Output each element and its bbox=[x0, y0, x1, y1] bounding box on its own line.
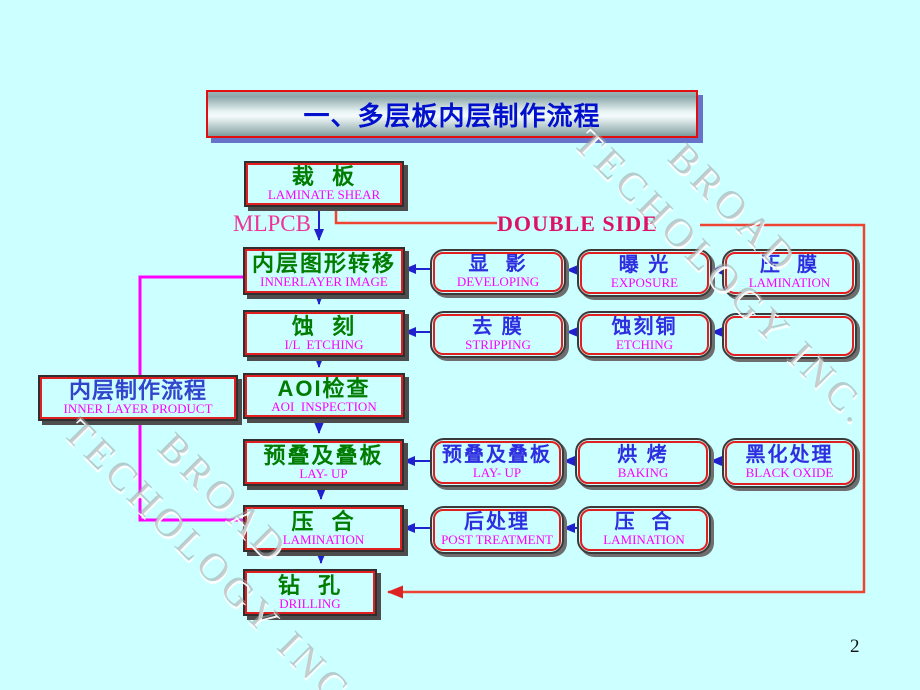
sub-zh: 压 合 bbox=[614, 511, 674, 534]
sub-box-exposure: 曝 光 EXPOSURE bbox=[577, 249, 712, 297]
step-box-innerlayer-image: 内层图形转移 INNERLAYER IMAGE bbox=[243, 247, 405, 295]
page-title: 一、多层板内层制作流程 bbox=[303, 100, 601, 131]
sub-en: BLACK OXIDE bbox=[745, 465, 834, 481]
page-number: 2 bbox=[850, 636, 860, 657]
sub-en: ETCHING bbox=[615, 336, 674, 352]
side-label-zh: 内层制作流程 bbox=[68, 378, 207, 404]
sub-box-empty bbox=[722, 313, 857, 359]
sub-en: BAKING bbox=[617, 464, 669, 480]
step-box-layup: 预叠及叠板 LAY- UP bbox=[243, 439, 404, 486]
sub-flow-arrows bbox=[403, 264, 723, 533]
sub-box-developing: 显 影 DEVELOPING bbox=[430, 249, 566, 295]
sub-zh: 压 膜 bbox=[759, 254, 820, 277]
sub-en: EXPOSURE bbox=[610, 275, 679, 291]
step-en: LAY- UP bbox=[299, 465, 348, 481]
step-en: LAMINATION bbox=[282, 531, 365, 547]
mlpcb-label: MLPCB bbox=[233, 211, 311, 236]
sub-zh: 显 影 bbox=[468, 253, 528, 276]
step-box-laminate-shear: 裁 板 LAMINATE SHEAR bbox=[244, 161, 404, 207]
red-connector-to-drilling bbox=[387, 223, 866, 599]
sub-box-stripping: 去 膜 STRIPPING bbox=[430, 311, 566, 358]
step-en: I/L ETCHING bbox=[284, 336, 364, 352]
sub-box-layup: 预叠及叠板 LAY- UP bbox=[430, 438, 564, 487]
step-en: DRILLING bbox=[279, 595, 341, 611]
title-banner: 一、多层板内层制作流程 bbox=[206, 90, 698, 138]
side-label-box-inner-layer-product: 内层制作流程 INNER LAYER PRODUCT bbox=[38, 375, 238, 421]
sub-zh: 后处理 bbox=[464, 511, 530, 534]
sub-zh: 黑化处理 bbox=[745, 444, 834, 467]
double-side-label: DOUBLE SIDE bbox=[497, 211, 658, 236]
main-flow-arrows bbox=[314, 206, 326, 564]
sub-zh: 预叠及叠板 bbox=[442, 443, 552, 466]
step-box-drilling: 钻 孔 DRILLING bbox=[243, 569, 377, 616]
sub-box-lamination-press: 压 合 LAMINATION bbox=[577, 506, 711, 554]
sub-zh: 蚀刻铜 bbox=[611, 315, 678, 338]
sub-box-lamination-film: 压 膜 LAMINATION bbox=[722, 249, 857, 297]
step-en: INNERLAYER IMAGE bbox=[260, 274, 388, 290]
sub-en: LAMINATION bbox=[748, 275, 831, 291]
sub-box-post-treatment: 后处理 POST TREATMENT bbox=[430, 506, 564, 554]
step-zh: AOI检查 bbox=[277, 376, 371, 402]
sub-box-black-oxide: 黑化处理 BLACK OXIDE bbox=[722, 438, 857, 488]
step-zh: 压 合 bbox=[291, 508, 356, 534]
step-en: AOI INSPECTION bbox=[271, 399, 377, 415]
sub-zh: 曝 光 bbox=[618, 254, 671, 277]
sub-en: LAMINATION bbox=[603, 532, 685, 548]
sub-box-baking: 烘 烤 BAKING bbox=[575, 438, 711, 487]
step-zh: 钻 孔 bbox=[277, 572, 343, 598]
sub-zh: 去 膜 bbox=[472, 315, 524, 338]
sub-zh: 烘 烤 bbox=[617, 443, 669, 466]
sub-en: LAY- UP bbox=[472, 464, 522, 480]
step-box-aoi-inspection: AOI检查 AOI INSPECTION bbox=[243, 373, 405, 419]
sub-box-etching-copper: 蚀刻铜 ETCHING bbox=[577, 311, 712, 358]
step-box-lamination: 压 合 LAMINATION bbox=[243, 505, 404, 552]
sub-en: DEVELOPING bbox=[456, 274, 540, 290]
sub-en: POST TREATMENT bbox=[441, 532, 553, 548]
side-label-en: INNER LAYER PRODUCT bbox=[63, 401, 213, 417]
red-connector-to-double-side bbox=[334, 204, 497, 225]
step-zh: 蚀 刻 bbox=[291, 313, 357, 339]
step-box-il-etching: 蚀 刻 I/L ETCHING bbox=[243, 310, 405, 357]
step-zh: 预叠及叠板 bbox=[263, 442, 384, 468]
step-zh: 内层图形转移 bbox=[251, 251, 396, 277]
sub-en: STRIPPING bbox=[465, 336, 531, 352]
step-en: LAMINATE SHEAR bbox=[267, 187, 381, 203]
step-zh: 裁 板 bbox=[291, 164, 357, 190]
